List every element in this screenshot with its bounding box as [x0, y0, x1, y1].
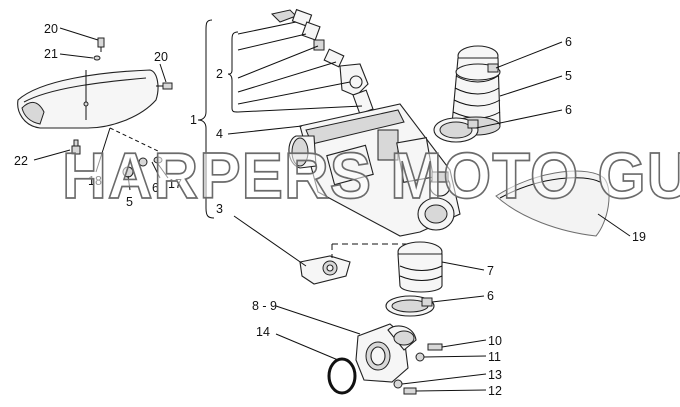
callout-14: 14	[256, 325, 270, 339]
callout-21: 21	[44, 47, 58, 61]
callout-8-9: 8 - 9	[252, 299, 277, 313]
small-parts-5-16-17	[109, 127, 163, 178]
callout-12: 12	[488, 384, 502, 398]
hose-clamp-upper	[455, 63, 501, 81]
air-box-cover	[17, 69, 159, 129]
screw-right	[156, 82, 173, 90]
callout-3: 3	[216, 202, 223, 216]
hose-clamp-lower	[385, 295, 435, 317]
screw-top-left	[93, 37, 105, 61]
bolts-10-13	[393, 343, 443, 395]
callout-19: 19	[632, 230, 646, 244]
callout-20-top: 20	[44, 22, 58, 36]
throttle-body	[288, 103, 461, 237]
side-cover-right	[495, 170, 610, 237]
callout-13: 13	[488, 368, 502, 382]
callout-6-top: 6	[565, 35, 572, 49]
intake-manifold-flange	[355, 323, 417, 383]
o-ring	[327, 357, 357, 395]
callout-17: 17	[168, 177, 182, 191]
intake-sleeve-lower	[397, 241, 443, 293]
callout-6-mid: 6	[565, 103, 572, 117]
callout-18: 18	[88, 174, 102, 188]
callout-6-lower: 6	[487, 289, 494, 303]
callout-20-right: 20	[154, 50, 168, 64]
watermark: HARPERS MOTO GUZZI©	[61, 140, 680, 213]
callout-4: 4	[216, 127, 223, 141]
callout-5-left: 5	[126, 195, 133, 209]
throttle-position-sensor	[299, 255, 351, 285]
callout-10: 10	[488, 334, 502, 348]
fuel-line-fittings	[271, 8, 375, 123]
callout-1: 1	[190, 113, 197, 127]
callout-2: 2	[216, 67, 223, 81]
callout-6-left: 6	[152, 181, 159, 195]
callout-22: 22	[14, 154, 28, 168]
callout-7: 7	[487, 264, 494, 278]
leader-lines	[33, 19, 631, 392]
callout-5-right: 5	[565, 69, 572, 83]
callout-11: 11	[488, 350, 501, 364]
callout-labels: 20 21 20 22 18 5 6 17 1 2 4 3 6 5 6 19 7…	[14, 22, 646, 398]
grommet-22	[71, 139, 81, 155]
hose-clamp-middle	[433, 117, 479, 143]
